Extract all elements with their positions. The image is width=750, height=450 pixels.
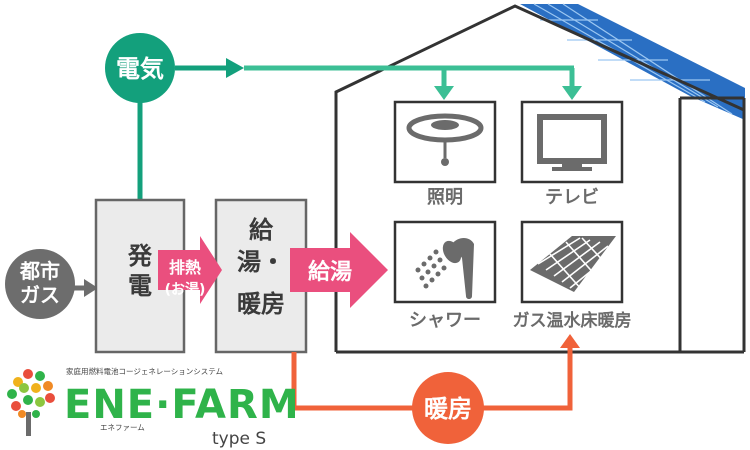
arrow-head-icon	[562, 86, 582, 100]
shower-label: シャワー	[409, 310, 481, 331]
generation-label-line1: 発	[127, 242, 153, 270]
ceiling-light-icon	[406, 113, 484, 166]
logo-reading: エネファーム	[100, 423, 145, 432]
exhaust-heat-arrow: 排熱 (お湯)	[158, 236, 222, 304]
logo-tagline: 家庭用燃料電池コージェネレーションシステム	[66, 366, 223, 376]
generation-label-line2: 電	[128, 272, 152, 300]
city-gas-badge: 都市 ガス	[5, 249, 98, 319]
electricity-flow	[137, 58, 582, 200]
arrow-head-icon	[560, 334, 580, 348]
arrow-head-icon	[226, 58, 244, 78]
supply-unit-label-line3: 暖房	[237, 290, 285, 318]
heating-flow: 暖房	[291, 334, 580, 444]
tv-icon	[537, 114, 607, 171]
tv-label: テレビ	[545, 187, 599, 208]
arrow-head-icon	[434, 86, 454, 100]
house-outline	[334, 4, 746, 354]
shower-icon	[415, 238, 474, 299]
electricity-badge: 電気	[105, 33, 175, 103]
tree-logo-icon	[7, 369, 55, 436]
appliance-floor-heating: ガス温水床暖房	[513, 220, 632, 331]
logo-variant: type S	[212, 429, 266, 449]
supply-unit-label-line2: 湯・	[237, 248, 285, 276]
logo-brand: ENE·FARM	[64, 382, 300, 428]
appliance-shower: シャワー	[393, 220, 497, 331]
exhaust-heat-label-line2: (お湯)	[165, 281, 206, 298]
city-gas-label-line2: ガス	[20, 283, 60, 307]
supply-unit-label-line1: 給	[249, 216, 274, 244]
heating-label: 暖房	[424, 395, 472, 423]
arrow-head-icon	[84, 279, 98, 297]
electricity-label: 電気	[116, 55, 164, 83]
ene-farm-logo: 家庭用燃料電池コージェネレーションシステム ENE·FARM エネファーム ty…	[7, 366, 300, 449]
appliance-lighting: 照明	[393, 100, 497, 208]
city-gas-label-line1: 都市	[19, 259, 60, 283]
appliance-tv: テレビ	[520, 100, 624, 208]
floor-heating-label: ガス温水床暖房	[513, 310, 632, 331]
lighting-label: 照明	[427, 187, 463, 208]
hot-water-label: 給湯	[308, 259, 352, 285]
floor-heating-icon	[530, 236, 616, 292]
exhaust-heat-label-line1: 排熱	[169, 258, 201, 277]
hot-water-arrow: 給湯	[290, 232, 388, 308]
